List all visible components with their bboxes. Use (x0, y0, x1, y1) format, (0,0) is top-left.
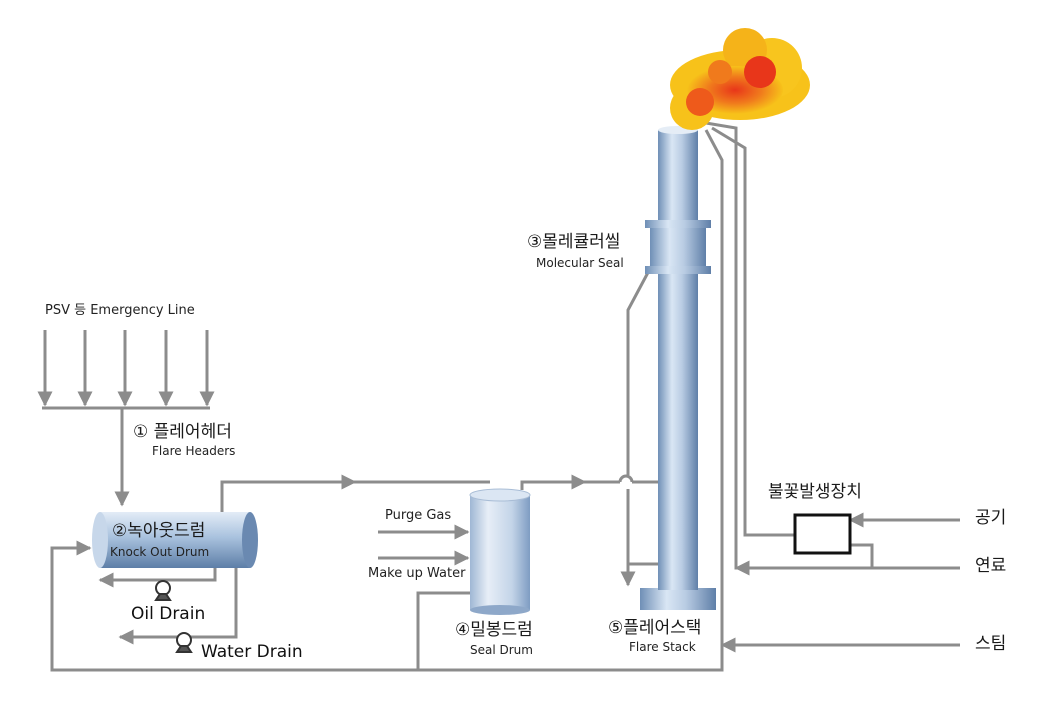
emergency-line-pipes (37, 330, 215, 507)
knock-out-drum-sublabel: Knock Out Drum (110, 545, 210, 559)
seal-drum-vessel (469, 488, 531, 615)
steam-input-label: 스팀 (975, 634, 1007, 654)
flare-stack-vessel (640, 126, 716, 610)
igniter-box (793, 513, 852, 555)
knock-out-drum-label: ②녹아웃드럼 (112, 521, 206, 541)
fuel-input-label: 연료 (975, 556, 1007, 576)
purge-gas-label: Purge Gas (385, 508, 452, 523)
seal-drum-piping (378, 474, 660, 670)
flare-stack-sublabel: Flare Stack (629, 640, 696, 654)
emergency-line-label: PSV 등 Emergency Line (45, 303, 195, 318)
igniter-label: 불꽃발생장치 (768, 482, 862, 502)
flare-headers-sublabel: Flare Headers (152, 444, 236, 458)
utility-lines (418, 120, 960, 672)
molecular-seal-drain (620, 264, 660, 587)
molecular-seal-sublabel: Molecular Seal (536, 256, 624, 270)
seal-drum-sublabel: Seal Drum (470, 643, 533, 657)
flare-stack-label: ⑤플레어스택 (608, 618, 702, 638)
water-drain-label: Water Drain (201, 642, 303, 662)
oil-drain-pump-icon (154, 580, 172, 601)
seal-drum-label: ④밀봉드럼 (455, 620, 533, 640)
knock-out-drum-vessel (92, 512, 258, 568)
water-drain-pump-icon (175, 632, 193, 653)
flare-headers-label: ① 플레어헤더 (133, 422, 232, 442)
oil-drain-label: Oil Drain (131, 604, 206, 624)
make-up-water-label: Make up Water (368, 566, 466, 581)
air-input-label: 공기 (975, 508, 1007, 528)
knock-out-drum-piping (50, 474, 490, 672)
flame-icon (670, 28, 810, 130)
molecular-seal-label: ③몰레큘러씰 (527, 232, 621, 252)
